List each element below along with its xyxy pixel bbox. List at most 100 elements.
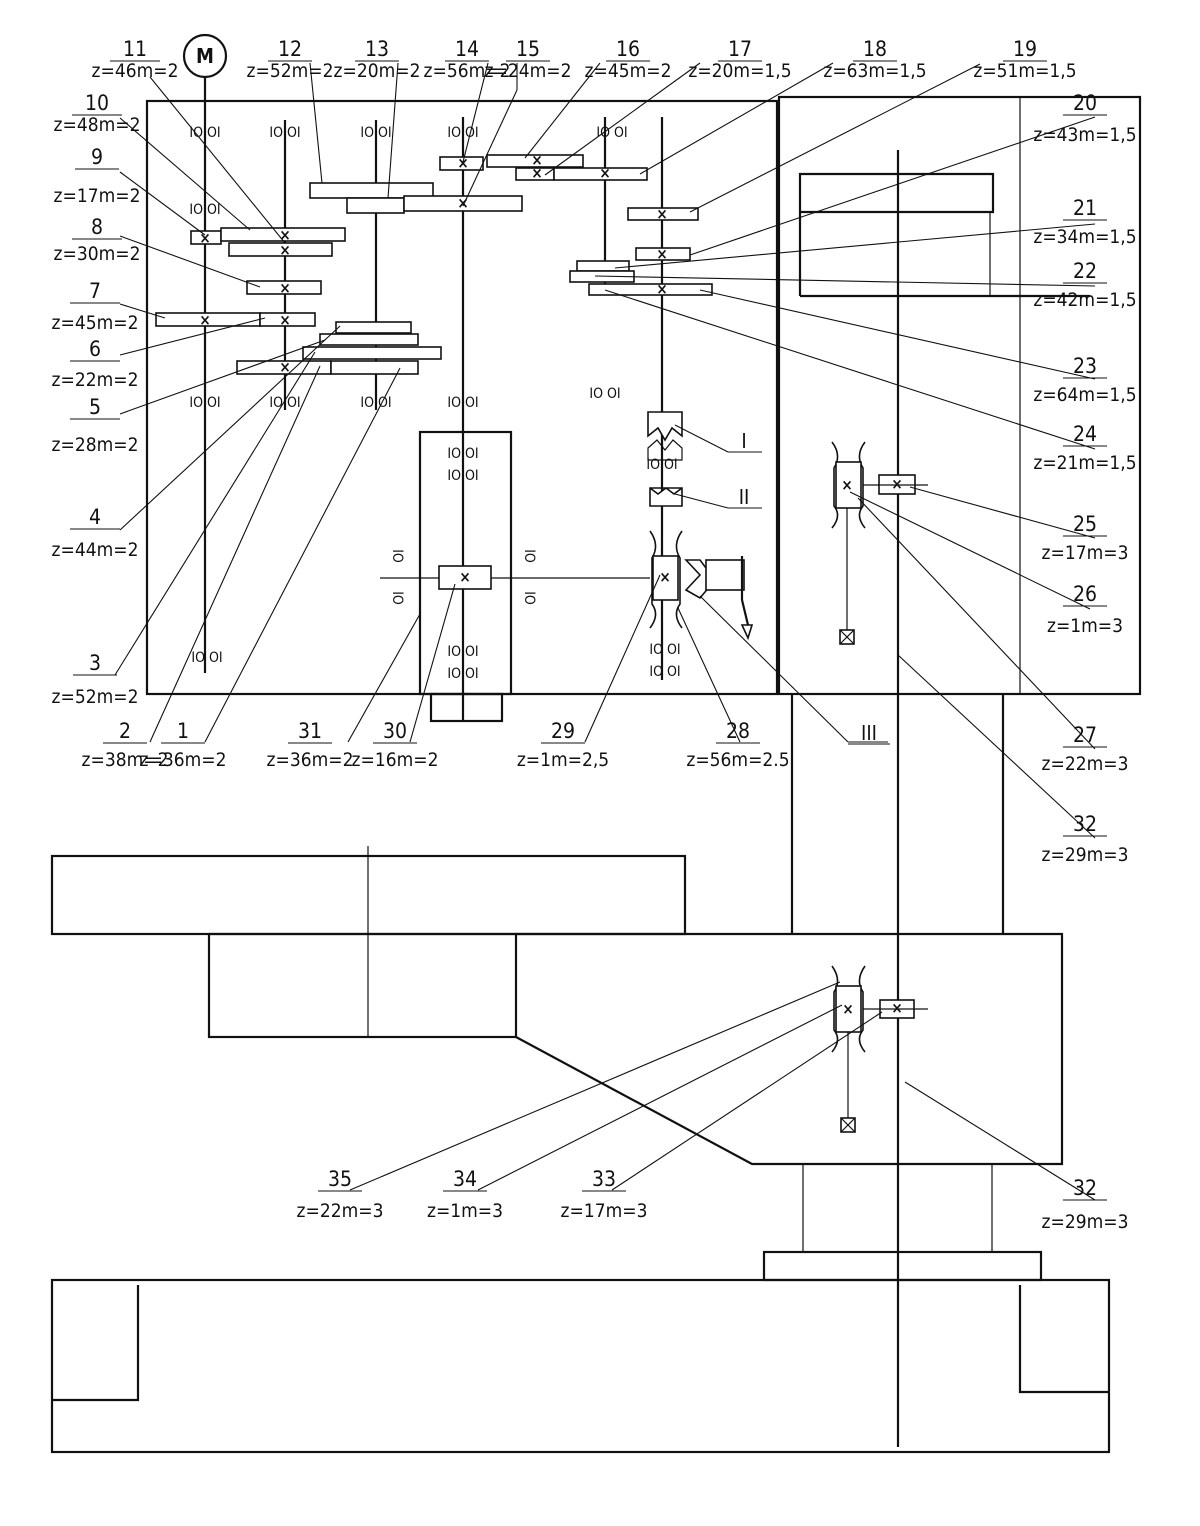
- leader-20: [689, 116, 1096, 256]
- leader-32a: [897, 654, 1096, 839]
- bearing-cross-1: IO: [389, 549, 405, 563]
- motor-label: M: [196, 44, 214, 68]
- worm-wheel-27-hub: [835, 461, 862, 509]
- bearing-lower-2: IO OI: [269, 395, 300, 411]
- gear-number-18: 18: [863, 37, 887, 61]
- clutch-3-knob: [740, 624, 754, 641]
- clutch-2-body: [649, 487, 683, 507]
- mesh-mark-11: ×: [279, 241, 290, 259]
- gear-block-4: [335, 321, 412, 334]
- leader-III-b: [699, 595, 849, 743]
- gear-spec-4: z=44m=2: [52, 539, 139, 561]
- gear-spec-5: z=28m=2: [52, 434, 139, 456]
- gear-spec-7: z=45m=2: [52, 312, 139, 334]
- gear-spec-19: z=51m=1,5: [973, 60, 1076, 82]
- mesh-mark-29: ×: [659, 568, 670, 586]
- gear-blocks: [155, 154, 916, 1019]
- gear-number-27: 27: [1073, 723, 1097, 747]
- mesh-mark-16a: ×: [531, 151, 542, 169]
- gear-spec-30: z=16m=2: [352, 749, 439, 771]
- gear-block-21: [576, 260, 630, 272]
- bearing-cross-2: IO: [389, 591, 405, 605]
- gear-block-16c: [553, 167, 648, 181]
- gear-number-32: 32: [1073, 812, 1097, 836]
- gear-number-11: 11: [123, 37, 147, 61]
- gear-block-16a: [486, 154, 584, 168]
- leader-31: [347, 613, 421, 743]
- bearings: IO OI IO OI IO OI IO OI IO OI IO OI IO O…: [189, 125, 680, 682]
- bearing-lower-3: IO OI: [360, 395, 391, 411]
- worm-wheel-27: [831, 441, 866, 529]
- leader-31-sleeve: [515, 1036, 753, 1165]
- gear-spec-8: z=30m=2: [54, 243, 141, 265]
- leader-19: [689, 63, 981, 213]
- leader-9: [119, 171, 206, 236]
- gear-block-11: [228, 242, 333, 257]
- gear-number-23: 23: [1073, 354, 1097, 378]
- bearing-cross-4: IO: [521, 591, 537, 605]
- worm-27-stop-x2: [839, 629, 855, 645]
- gear-number-13: 13: [365, 37, 389, 61]
- bearing-cross-3: IO: [521, 549, 537, 563]
- leader-27: [857, 497, 1096, 750]
- gear-number-3: 3: [89, 651, 101, 675]
- gear-spec-21: z=34m=1,5: [1033, 226, 1136, 248]
- clutch-3-lever: [740, 599, 750, 626]
- leader-2: [149, 365, 321, 743]
- clutch-label-III: III: [861, 721, 877, 745]
- worm-wheel-29-hub: [652, 555, 679, 601]
- gear-spec-16: z=45m=2: [585, 60, 672, 82]
- gear-spec-14: z=56m=2: [424, 60, 511, 82]
- gear-block-8: [246, 280, 322, 295]
- gear-spec-24: z=21m=1,5: [1033, 452, 1136, 474]
- bearing-clutch: IO OI: [646, 457, 677, 473]
- leader-18: [639, 62, 834, 175]
- gear-block-3: [302, 346, 442, 360]
- gear-number-8: 8: [91, 215, 103, 239]
- clutch-1-teeth: [647, 439, 683, 461]
- bearing-upper-1: IO OI: [189, 125, 220, 141]
- mesh-mark-30: ×: [459, 568, 470, 586]
- leader-17: [544, 62, 701, 176]
- leader-3: [114, 351, 316, 676]
- base: [50, 1278, 1111, 1454]
- gear-number-21: 21: [1073, 196, 1097, 220]
- leader-28: [677, 607, 741, 743]
- gear-number-29: 29: [551, 719, 575, 743]
- clutch-1-body: [647, 411, 683, 442]
- worm-wheel-29: [649, 530, 683, 629]
- gear-number-1: 1: [177, 719, 189, 743]
- gear-number-14: 14: [455, 37, 479, 61]
- gear-block-23: [588, 283, 713, 296]
- knee-foot: [762, 1250, 1043, 1282]
- bearing-sleeve-4: IO OI: [447, 666, 478, 682]
- mesh-mark-15: ×: [457, 154, 468, 172]
- gear-spec-3: z=52m=2: [52, 686, 139, 708]
- leader-26: [849, 491, 1091, 610]
- gear-number-26: 26: [1073, 582, 1097, 606]
- clutch-label-II: II: [739, 485, 750, 509]
- gear-number-19: 19: [1013, 37, 1037, 61]
- bearing-sleeve-2: IO OI: [447, 468, 478, 484]
- leader-lines: [114, 62, 1096, 1201]
- gear-number-7: 7: [89, 279, 101, 303]
- mesh-mark-33: ×: [891, 999, 902, 1017]
- gear-block-1: [330, 360, 419, 375]
- gear-number-33: 33: [592, 1167, 616, 1191]
- gear-number-35: 35: [328, 1167, 352, 1191]
- mesh-mark-2: ×: [279, 358, 290, 376]
- gear-spec-9: z=17m=2: [54, 185, 141, 207]
- mesh-mark-34: ×: [842, 1000, 853, 1018]
- gear-block-14: [403, 195, 523, 212]
- leader-15b: [462, 89, 518, 207]
- bearing-worm-1: IO OI: [649, 642, 680, 658]
- mesh-mark-14: ×: [457, 194, 468, 212]
- leader-32b: [904, 1081, 1096, 1201]
- gear-spec-18: z=63m=1,5: [823, 60, 926, 82]
- bearing-upper-3: IO OI: [360, 125, 391, 141]
- leader-16: [524, 62, 601, 159]
- gear-number-20: 20: [1073, 91, 1097, 115]
- bearing-lower-4: IO OI: [447, 395, 478, 411]
- gear-spec-13: z=20m=2: [334, 60, 421, 82]
- bearing-upper-4: IO OI: [447, 125, 478, 141]
